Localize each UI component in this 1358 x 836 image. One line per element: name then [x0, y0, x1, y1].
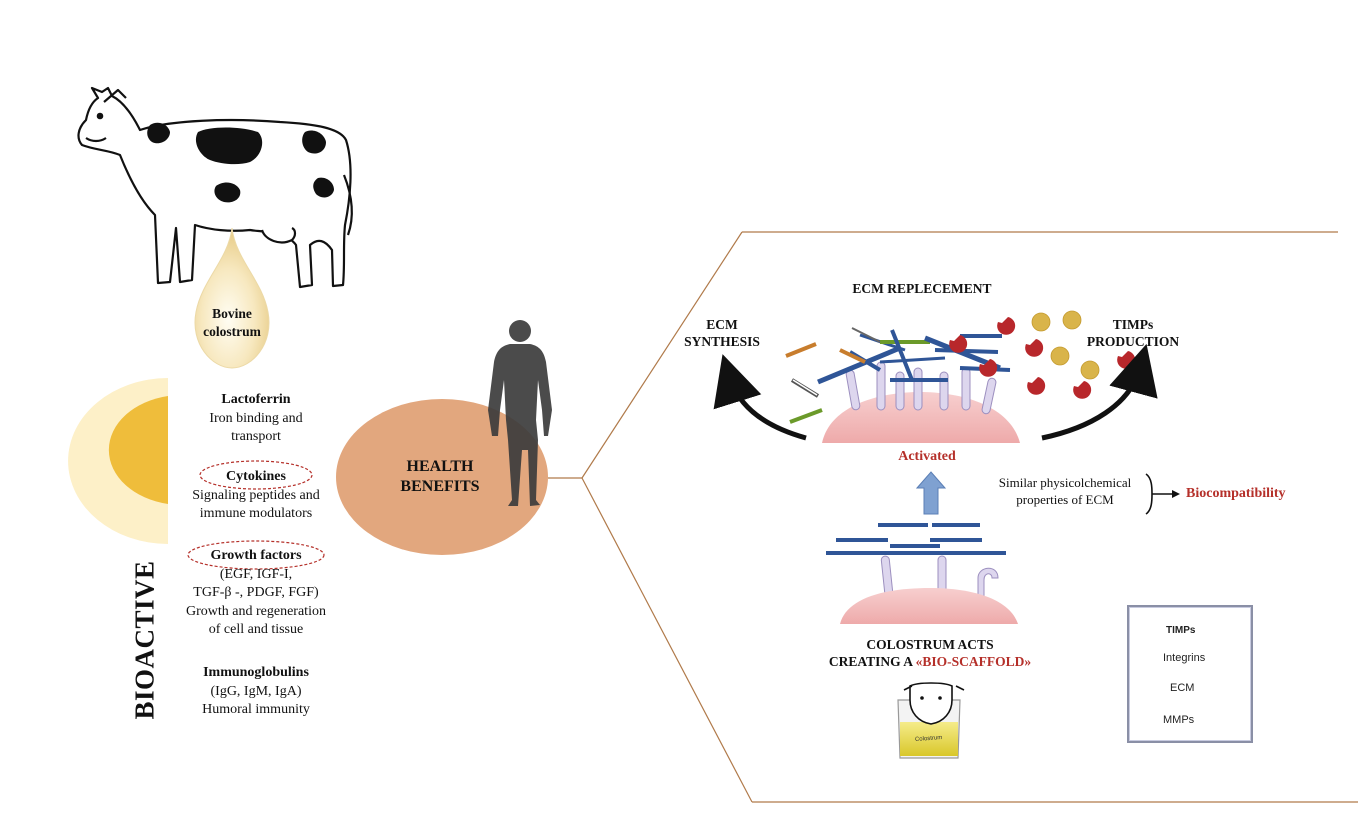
biocompatibility-arrowhead [1172, 490, 1180, 498]
legend-label-mmps: MMPs [1163, 714, 1195, 726]
legend-label-timps: TIMPs [1166, 625, 1196, 636]
colostrum-beaker-icon [897, 682, 965, 759]
component-desc: of cell and tissue [208, 622, 304, 637]
ecm-synthesis-arrow [713, 354, 807, 441]
bio-scaffold-line1: COLOSTRUM ACTS [866, 637, 994, 652]
component-immunoglobulins: Immunoglobulins (IgG, IgM, IgA) Humoral … [156, 664, 356, 720]
legend-box [1127, 605, 1253, 743]
source-title: Bovine colostrum [192, 305, 272, 341]
bio-scaffold-label: COLOSTRUM ACTS CREATING A «BIO-SCAFFOLD» [790, 636, 1070, 670]
timps-production-label: TIMPs PRODUCTION [1070, 316, 1196, 350]
component-name: Cytokines [226, 469, 286, 484]
timps-production-arrow [1041, 343, 1158, 441]
ecm-synthesis-line1: ECM [706, 317, 738, 332]
similar-line2: properties of ECM [1016, 492, 1114, 507]
ecm-replacement-title: ECM REPLECEMENT [852, 281, 992, 296]
component-growth-factors: Growth factors (EGF, IGF-I, TGF-β -, PDG… [156, 547, 356, 640]
bio-scaffold-line2: CREATING A «BIO-SCAFFOLD» [790, 653, 1070, 670]
component-name: Lactoferrin [221, 392, 291, 407]
health-line2: BENEFITS [400, 478, 480, 495]
component-desc: immune modulators [199, 506, 313, 521]
cytokines-highlight [199, 460, 313, 490]
timps-markers [1031, 310, 1100, 380]
cow-illustration [77, 86, 354, 289]
ecm-synthesis-line2: SYNTHESIS [684, 334, 760, 349]
ecm-fibers-top [785, 327, 1011, 424]
component-name: Immunoglobulins [203, 665, 309, 680]
bio-scaffold-highlight: «BIO-SCAFFOLD» [915, 654, 1032, 669]
scaffold-cell [840, 588, 1018, 624]
source-title-line2: colostrum [203, 324, 261, 339]
scaffold-ecm-fibers [826, 523, 1006, 555]
legend-label-ecm: ECM [1170, 682, 1195, 694]
legend-label-integrins: Integrins [1163, 652, 1206, 664]
similar-properties-label: Similar physicolchemical properties of E… [980, 474, 1150, 508]
component-desc: (EGF, IGF-I, [219, 566, 293, 582]
component-cytokines: Cytokines Signaling peptides and immune … [156, 468, 356, 524]
biocompatibility-bracket [1145, 473, 1174, 515]
cow-spots [147, 122, 334, 203]
component-desc: transport [231, 429, 281, 444]
biocompatibility-label: Biocompatibility [1186, 486, 1286, 501]
component-desc: Iron binding and [209, 410, 303, 426]
health-line1: HEALTH [406, 458, 474, 475]
component-name: Growth factors [210, 548, 302, 563]
component-desc: TGF-β -, PDGF, FGF) [193, 585, 319, 600]
bio-scaffold-prefix: CREATING A [828, 654, 916, 669]
colostrum-drop-icon [194, 227, 270, 369]
bioactive-inner-arc [108, 396, 168, 504]
source-title-line1: Bovine [212, 306, 252, 321]
health-benefits-oval [336, 399, 548, 555]
component-desc: Growth and regeneration [186, 603, 326, 619]
component-desc: Humoral immunity [202, 702, 310, 717]
activation-up-arrow [915, 471, 947, 515]
connector-frame [548, 231, 1358, 803]
activated-label: Activated [898, 449, 956, 464]
similar-line1: Similar physicolchemical [998, 475, 1132, 490]
component-desc: Signaling peptides and [192, 487, 320, 503]
timps-line2: PRODUCTION [1086, 334, 1180, 349]
integrins-bottom [880, 555, 999, 601]
ecm-synthesis-label: ECM SYNTHESIS [672, 316, 772, 350]
component-desc: (IgG, IgM, IgA) [210, 683, 302, 699]
component-lactoferrin: Lactoferrin Iron binding and transport [166, 391, 346, 447]
human-silhouette-icon [488, 320, 552, 506]
growth-factors-highlight [187, 540, 325, 570]
health-benefits-label: HEALTH BENEFITS [380, 457, 500, 497]
timps-line1: TIMPs [1112, 317, 1154, 332]
